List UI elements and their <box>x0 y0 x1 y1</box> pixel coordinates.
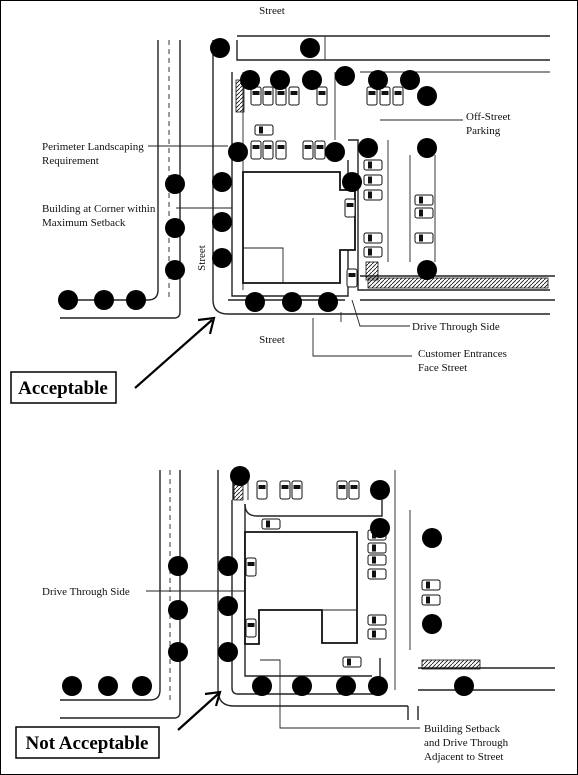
building-setback-label-1: Building Setback <box>424 723 501 735</box>
acceptable-arrow <box>134 316 216 389</box>
perimeter-landscaping-label-1: Perimeter Landscaping <box>42 141 144 153</box>
customer-entrances-label-1: Customer Entrances <box>418 348 507 360</box>
building-corner-label-2: Maximum Setback <box>42 217 126 229</box>
acceptable-box <box>10 371 117 404</box>
street-label-bottom: Street <box>259 334 285 346</box>
bottom-drive-through-label: Drive Through Side <box>42 586 130 598</box>
bottom-panel: Drive Through Side Building Setback and … <box>15 466 555 763</box>
drive-through-side-label: Drive Through Side <box>412 321 500 333</box>
off-street-parking-label-2: Parking <box>466 125 501 137</box>
bottom-streets <box>60 470 555 720</box>
top-building <box>242 171 356 284</box>
bottom-leader-lines <box>146 590 420 729</box>
top-streets <box>60 35 555 319</box>
acceptable-label: Acceptable <box>18 378 108 399</box>
top-panel: Street Street Street Perimeter Landscapi… <box>10 5 555 404</box>
bottom-building <box>244 531 358 645</box>
building-setback-label-3: Adjacent to Street <box>424 751 503 763</box>
street-label-top: Street <box>259 5 285 17</box>
top-leader-lines <box>148 119 463 357</box>
off-street-parking-label-1: Off-Street <box>466 111 510 123</box>
customer-entrances-label-2: Face Street <box>418 362 467 374</box>
not-acceptable-arrow <box>177 690 222 731</box>
perimeter-landscaping-label-2: Requirement <box>42 155 99 167</box>
building-corner-label-1: Building at Corner within <box>42 203 156 215</box>
building-setback-label-2: and Drive Through <box>424 737 509 749</box>
not-acceptable-label: Not Acceptable <box>26 733 149 754</box>
not-acceptable-box <box>15 726 160 759</box>
street-label-side: Street <box>196 245 208 271</box>
